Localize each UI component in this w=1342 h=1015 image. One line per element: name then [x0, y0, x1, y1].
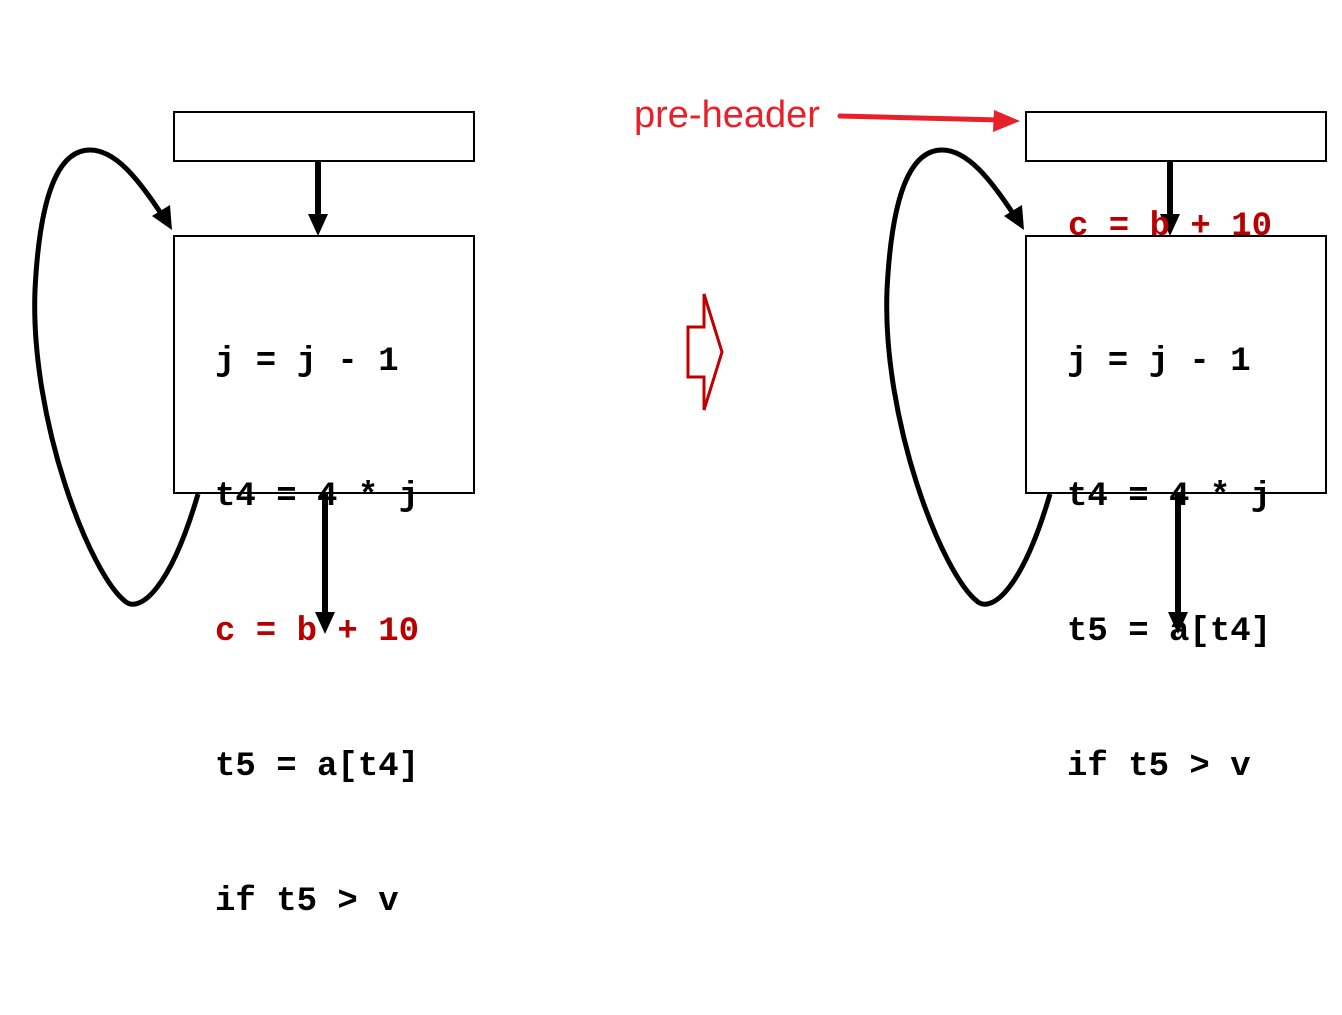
code-line: t5 = a[t4] — [215, 748, 420, 786]
preheader-pointer — [837, 110, 1020, 132]
edge-loop-back-arrowhead — [1004, 205, 1024, 230]
loop-invariant-code-motion-diagram: j = j - 1 t4 = 4 * j c = b + 10 t5 = a[t… — [32, 94, 1327, 921]
right-flow-edges — [884, 147, 1188, 634]
edge-loop-back-arrowhead — [152, 205, 172, 230]
code-line: j = j - 1 — [1067, 343, 1251, 381]
right-loop-code: j = j - 1 t4 = 4 * j t5 = a[t4] if t5 > … — [1067, 250, 1271, 880]
code-line: t4 = 4 * j — [1067, 478, 1272, 516]
code-line: j = j - 1 — [215, 343, 399, 381]
code-line: if t5 > v — [215, 883, 399, 921]
transform-arrow-icon — [686, 293, 724, 411]
edge-loop-back — [32, 147, 201, 607]
left-header-block — [173, 111, 475, 162]
right-loop-block: j = j - 1 t4 = 4 * j t5 = a[t4] if t5 > … — [1025, 235, 1327, 786]
left-loop-code: j = j - 1 t4 = 4 * j c = b + 10 t5 = a[t… — [215, 250, 419, 1015]
edge-loop-exit-arrowhead — [1168, 612, 1188, 634]
edge-header-to-loop-arrowhead — [308, 214, 328, 236]
left-loop-block: j = j - 1 t4 = 4 * j c = b + 10 t5 = a[t… — [173, 235, 475, 921]
code-line: t4 = 4 * j — [215, 478, 420, 516]
code-line: if t5 > v — [1067, 748, 1251, 786]
preheader-label: pre-header — [634, 94, 820, 136]
left-flow-edges — [32, 147, 335, 634]
edge-loop-exit-arrowhead — [315, 612, 335, 634]
code-line: t5 = a[t4] — [1067, 613, 1272, 651]
code-line-invariant: c = b + 10 — [215, 613, 420, 651]
cfg-edges — [32, 110, 1188, 634]
edge-loop-back — [884, 147, 1053, 607]
right-preheader-block: c = b + 10 — [1025, 111, 1327, 246]
edge-preheader-to-loop-arrowhead — [1160, 214, 1180, 236]
